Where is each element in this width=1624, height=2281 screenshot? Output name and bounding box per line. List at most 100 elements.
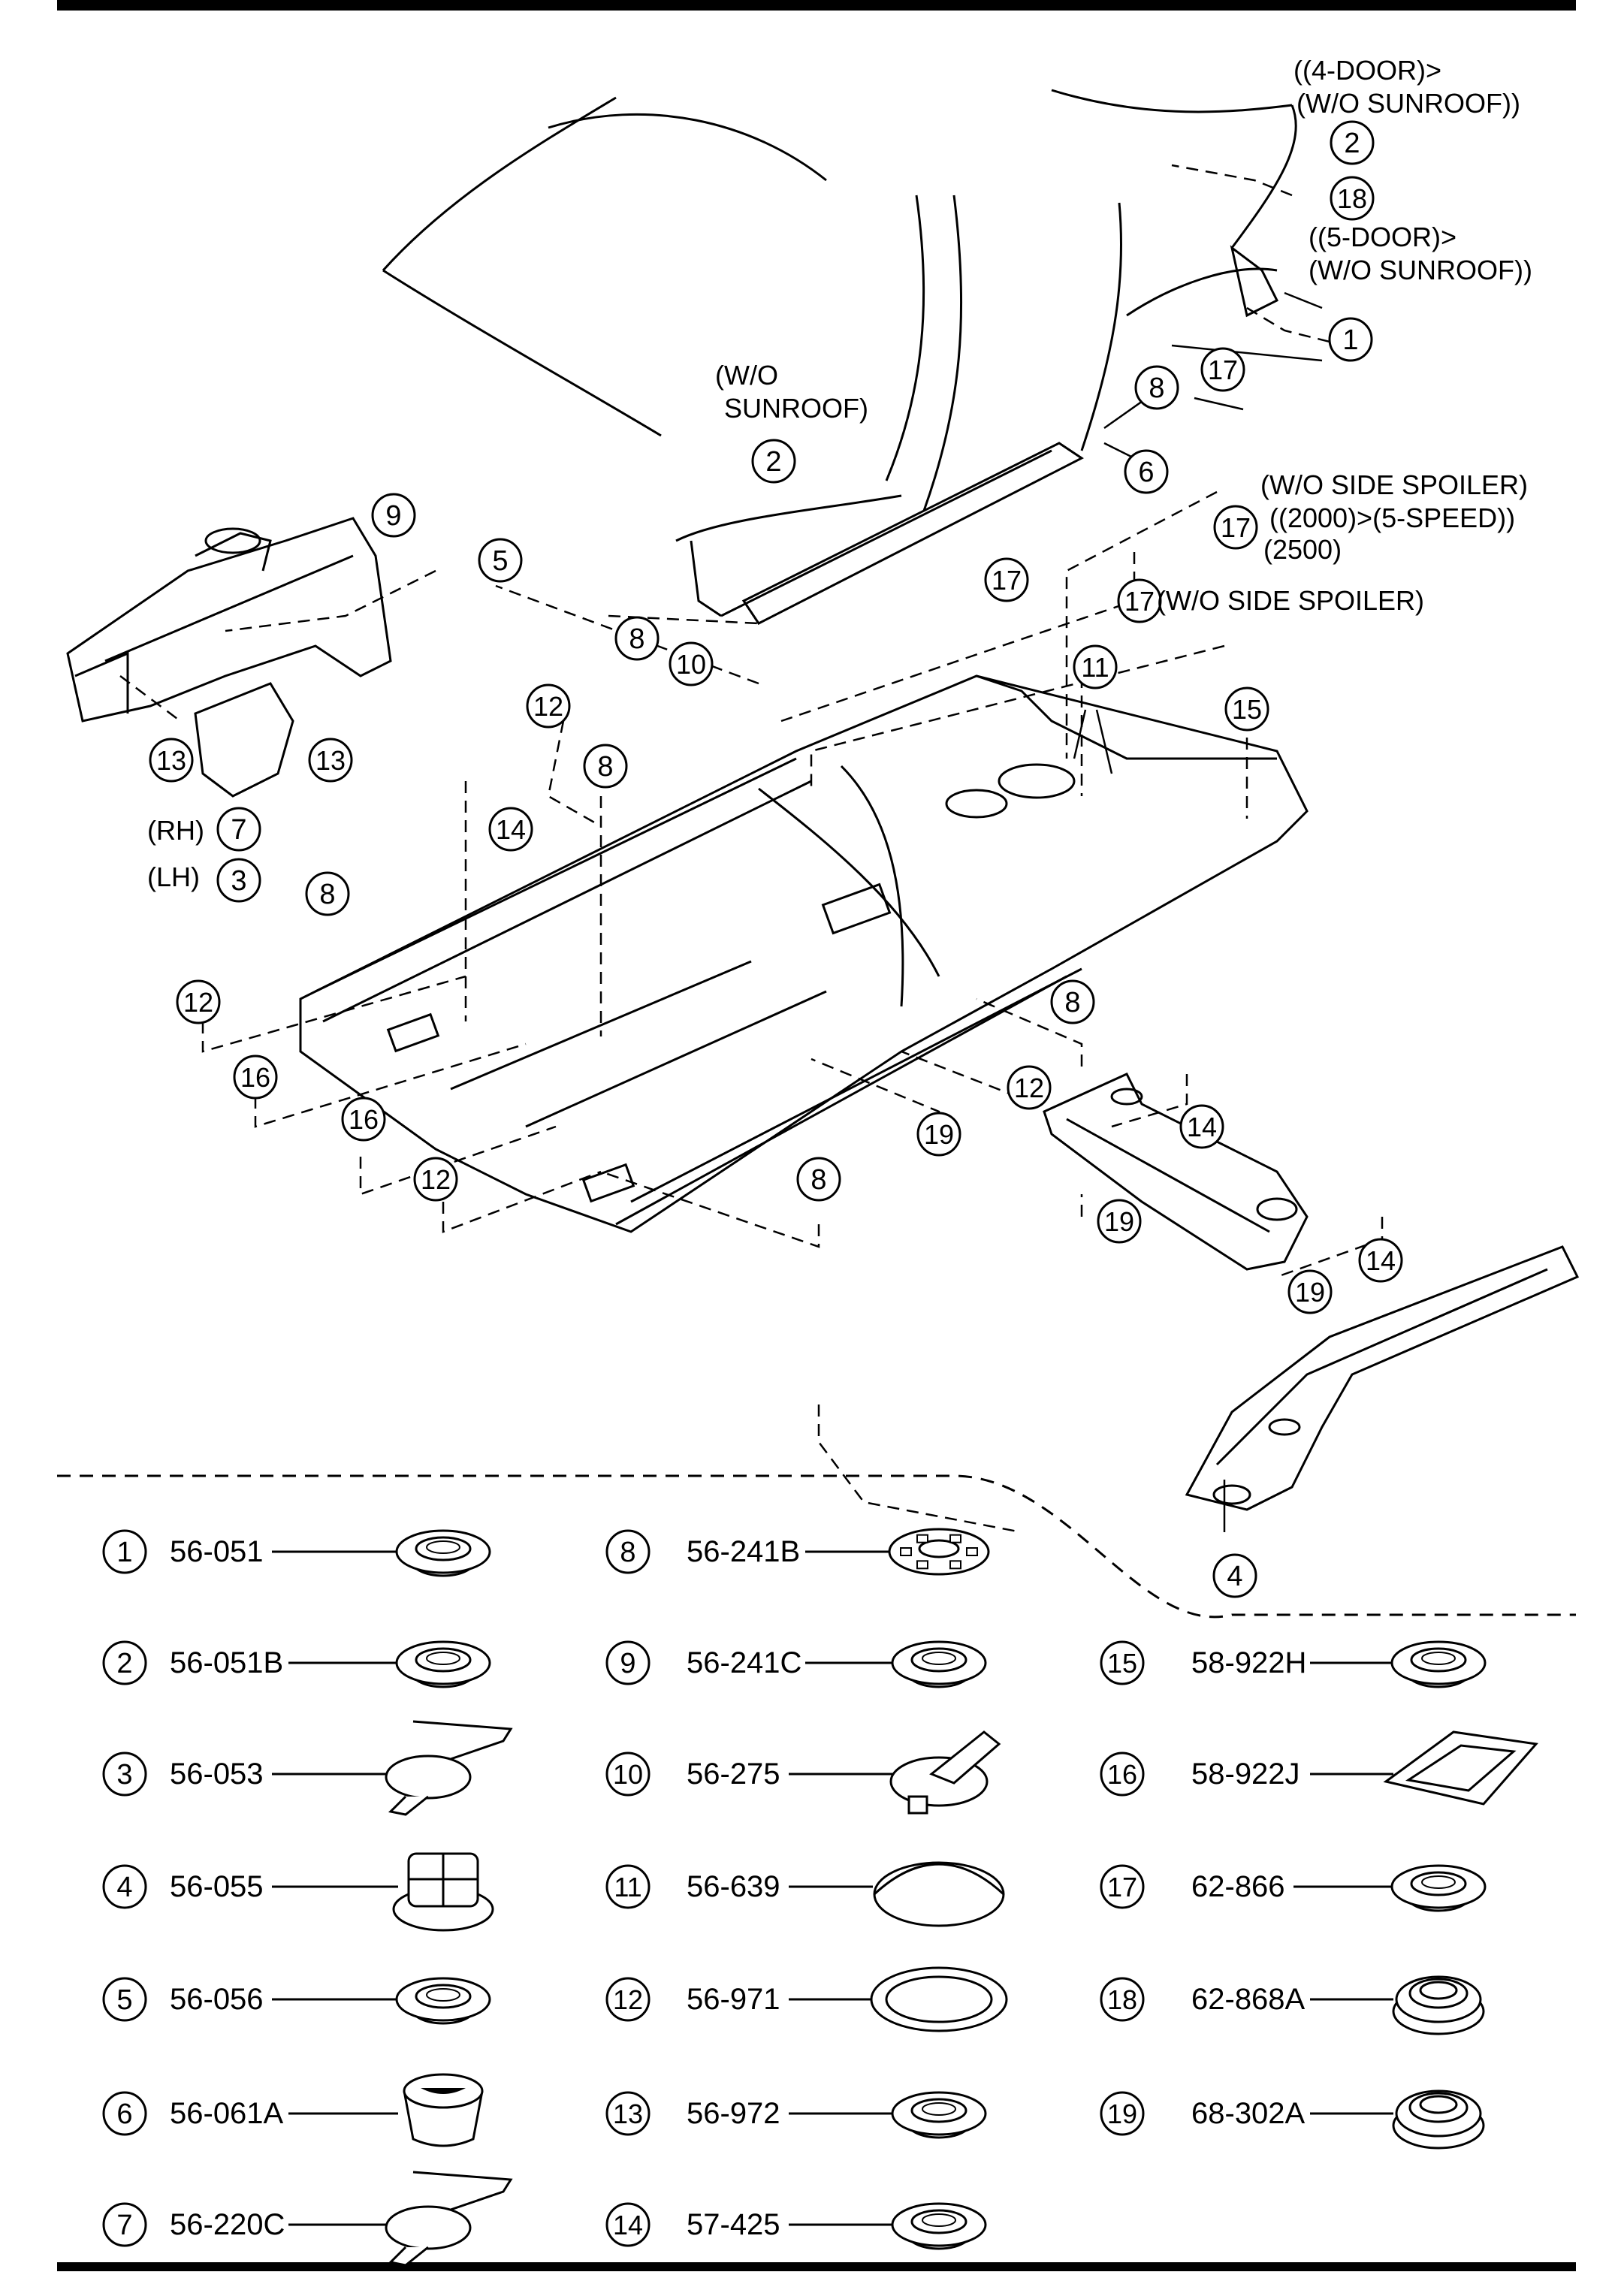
legend-number: 10 xyxy=(613,1759,643,1790)
callout-circle xyxy=(1073,644,1118,689)
legend-callout-circle xyxy=(102,1751,147,1797)
callout-c8-pillar: 8 xyxy=(1134,365,1179,410)
callout-c8-d: 8 xyxy=(796,1157,841,1202)
legend-callout-circle xyxy=(605,2091,651,2136)
callout-number: 17 xyxy=(1124,586,1155,617)
callout-circle xyxy=(1050,979,1095,1024)
callout-number: 8 xyxy=(1149,373,1164,404)
callout-circle xyxy=(583,744,628,789)
callout-number: 8 xyxy=(597,751,613,783)
callout-c4-main: 4 xyxy=(1212,1553,1257,1598)
legend-part-number: 56-972 xyxy=(687,2097,780,2130)
legend-number: 15 xyxy=(1107,1648,1137,1679)
callout-number: 16 xyxy=(240,1062,270,1093)
legend-callout-circle xyxy=(102,1529,147,1574)
callout-number: 13 xyxy=(156,745,186,776)
callout-c7-left: 7 xyxy=(216,807,261,852)
callout-circle xyxy=(341,1097,386,1142)
callout-circle xyxy=(984,557,1029,602)
front-frame-sketch xyxy=(66,517,392,798)
callout-number: 17 xyxy=(1221,512,1251,543)
callout-number: 10 xyxy=(676,649,706,680)
floor-pan-sketch xyxy=(299,674,1309,1233)
callout-circle xyxy=(1200,347,1245,392)
callout-c8-a: 8 xyxy=(583,744,628,789)
legend-callout-circle xyxy=(605,1977,651,2022)
legend-callout-circle xyxy=(605,1640,651,1685)
legend-part-number: 62-866 xyxy=(1191,1870,1285,1903)
legend-number: 12 xyxy=(613,1984,643,2015)
callout-c2-top: 2 xyxy=(1330,120,1375,165)
callout-number: 7 xyxy=(231,814,246,846)
callout-number: 15 xyxy=(1232,694,1262,725)
callout-number: 4 xyxy=(1227,1561,1242,1592)
note-four-door: ((4-DOOR)> xyxy=(1293,55,1441,86)
legend-number: 8 xyxy=(620,1537,635,1568)
note-five-door: ((5-DOOR)> xyxy=(1309,222,1456,252)
legend-callout-circle xyxy=(102,1864,147,1909)
callout-c16-a: 16 xyxy=(233,1055,278,1100)
legend-number: 3 xyxy=(116,1759,132,1791)
note-wo-line2: SUNROOF) xyxy=(724,393,868,424)
legend-callout-circle xyxy=(102,1640,147,1685)
callout-c1-top: 1 xyxy=(1328,317,1373,362)
callout-circle xyxy=(916,1112,961,1157)
callout-c19-c: 19 xyxy=(1287,1269,1333,1314)
callout-circle xyxy=(526,683,571,729)
plug-grommet-icon xyxy=(395,1977,491,2025)
legend-part-number: 56-053 xyxy=(170,1758,264,1791)
legend-callout-circle xyxy=(605,1751,651,1797)
legend-number: 19 xyxy=(1107,2098,1137,2129)
bottom-border-bar xyxy=(57,2262,1576,2271)
legend-callout-circle xyxy=(102,2202,147,2247)
callout-c17-spoiler-b: 17 xyxy=(1117,578,1162,623)
callout-number: 12 xyxy=(1014,1073,1044,1103)
legend-callout-circle xyxy=(1100,1977,1145,2022)
legend-part-number: 56-055 xyxy=(170,1870,264,1903)
callout-circle xyxy=(1007,1065,1052,1110)
callout-circle xyxy=(216,858,261,903)
legend-part-number: 56-241C xyxy=(687,1646,801,1679)
callout-number: 8 xyxy=(810,1164,826,1196)
ring-grommet-icon xyxy=(870,1966,1008,2032)
legend-callout-circle xyxy=(1100,1864,1145,1909)
plug-grommet-icon xyxy=(395,1640,491,1688)
callout-c15-a: 15 xyxy=(1224,686,1269,732)
note-wo-sunroof-b: (W/O SUNROOF)) xyxy=(1309,255,1532,285)
legend-callout-circle xyxy=(605,1864,651,1909)
note-lh: (LH) xyxy=(147,861,200,892)
legend-number: 6 xyxy=(116,2098,132,2130)
callout-circle xyxy=(1134,365,1179,410)
callout-circle xyxy=(669,641,714,686)
callout-number: 12 xyxy=(533,691,563,722)
callout-c10-sill: 10 xyxy=(669,641,714,686)
legend-part-number: 56-639 xyxy=(687,1870,780,1903)
callout-circle xyxy=(371,493,416,538)
legend-number: 7 xyxy=(116,2210,132,2241)
stepped-grommet-icon xyxy=(1392,1975,1485,2035)
legend-number: 1 xyxy=(116,1537,132,1568)
legend-number: 2 xyxy=(116,1648,132,1679)
callout-c6-top: 6 xyxy=(1124,449,1169,494)
callout-c12-d: 12 xyxy=(1007,1065,1052,1110)
callout-circle xyxy=(1358,1238,1403,1283)
legend-part-number: 62-868A xyxy=(1191,1983,1306,2016)
callout-number: 19 xyxy=(924,1119,954,1150)
callout-circle xyxy=(1124,449,1169,494)
note-rh: (RH) xyxy=(147,815,204,846)
callout-c13-left-b: 13 xyxy=(308,738,353,783)
legend-part-number: 56-051 xyxy=(170,1535,264,1568)
callout-circle xyxy=(1212,1553,1257,1598)
callout-c17-pillar: 17 xyxy=(1200,347,1245,392)
oblong-pad-icon xyxy=(1383,1730,1538,1806)
